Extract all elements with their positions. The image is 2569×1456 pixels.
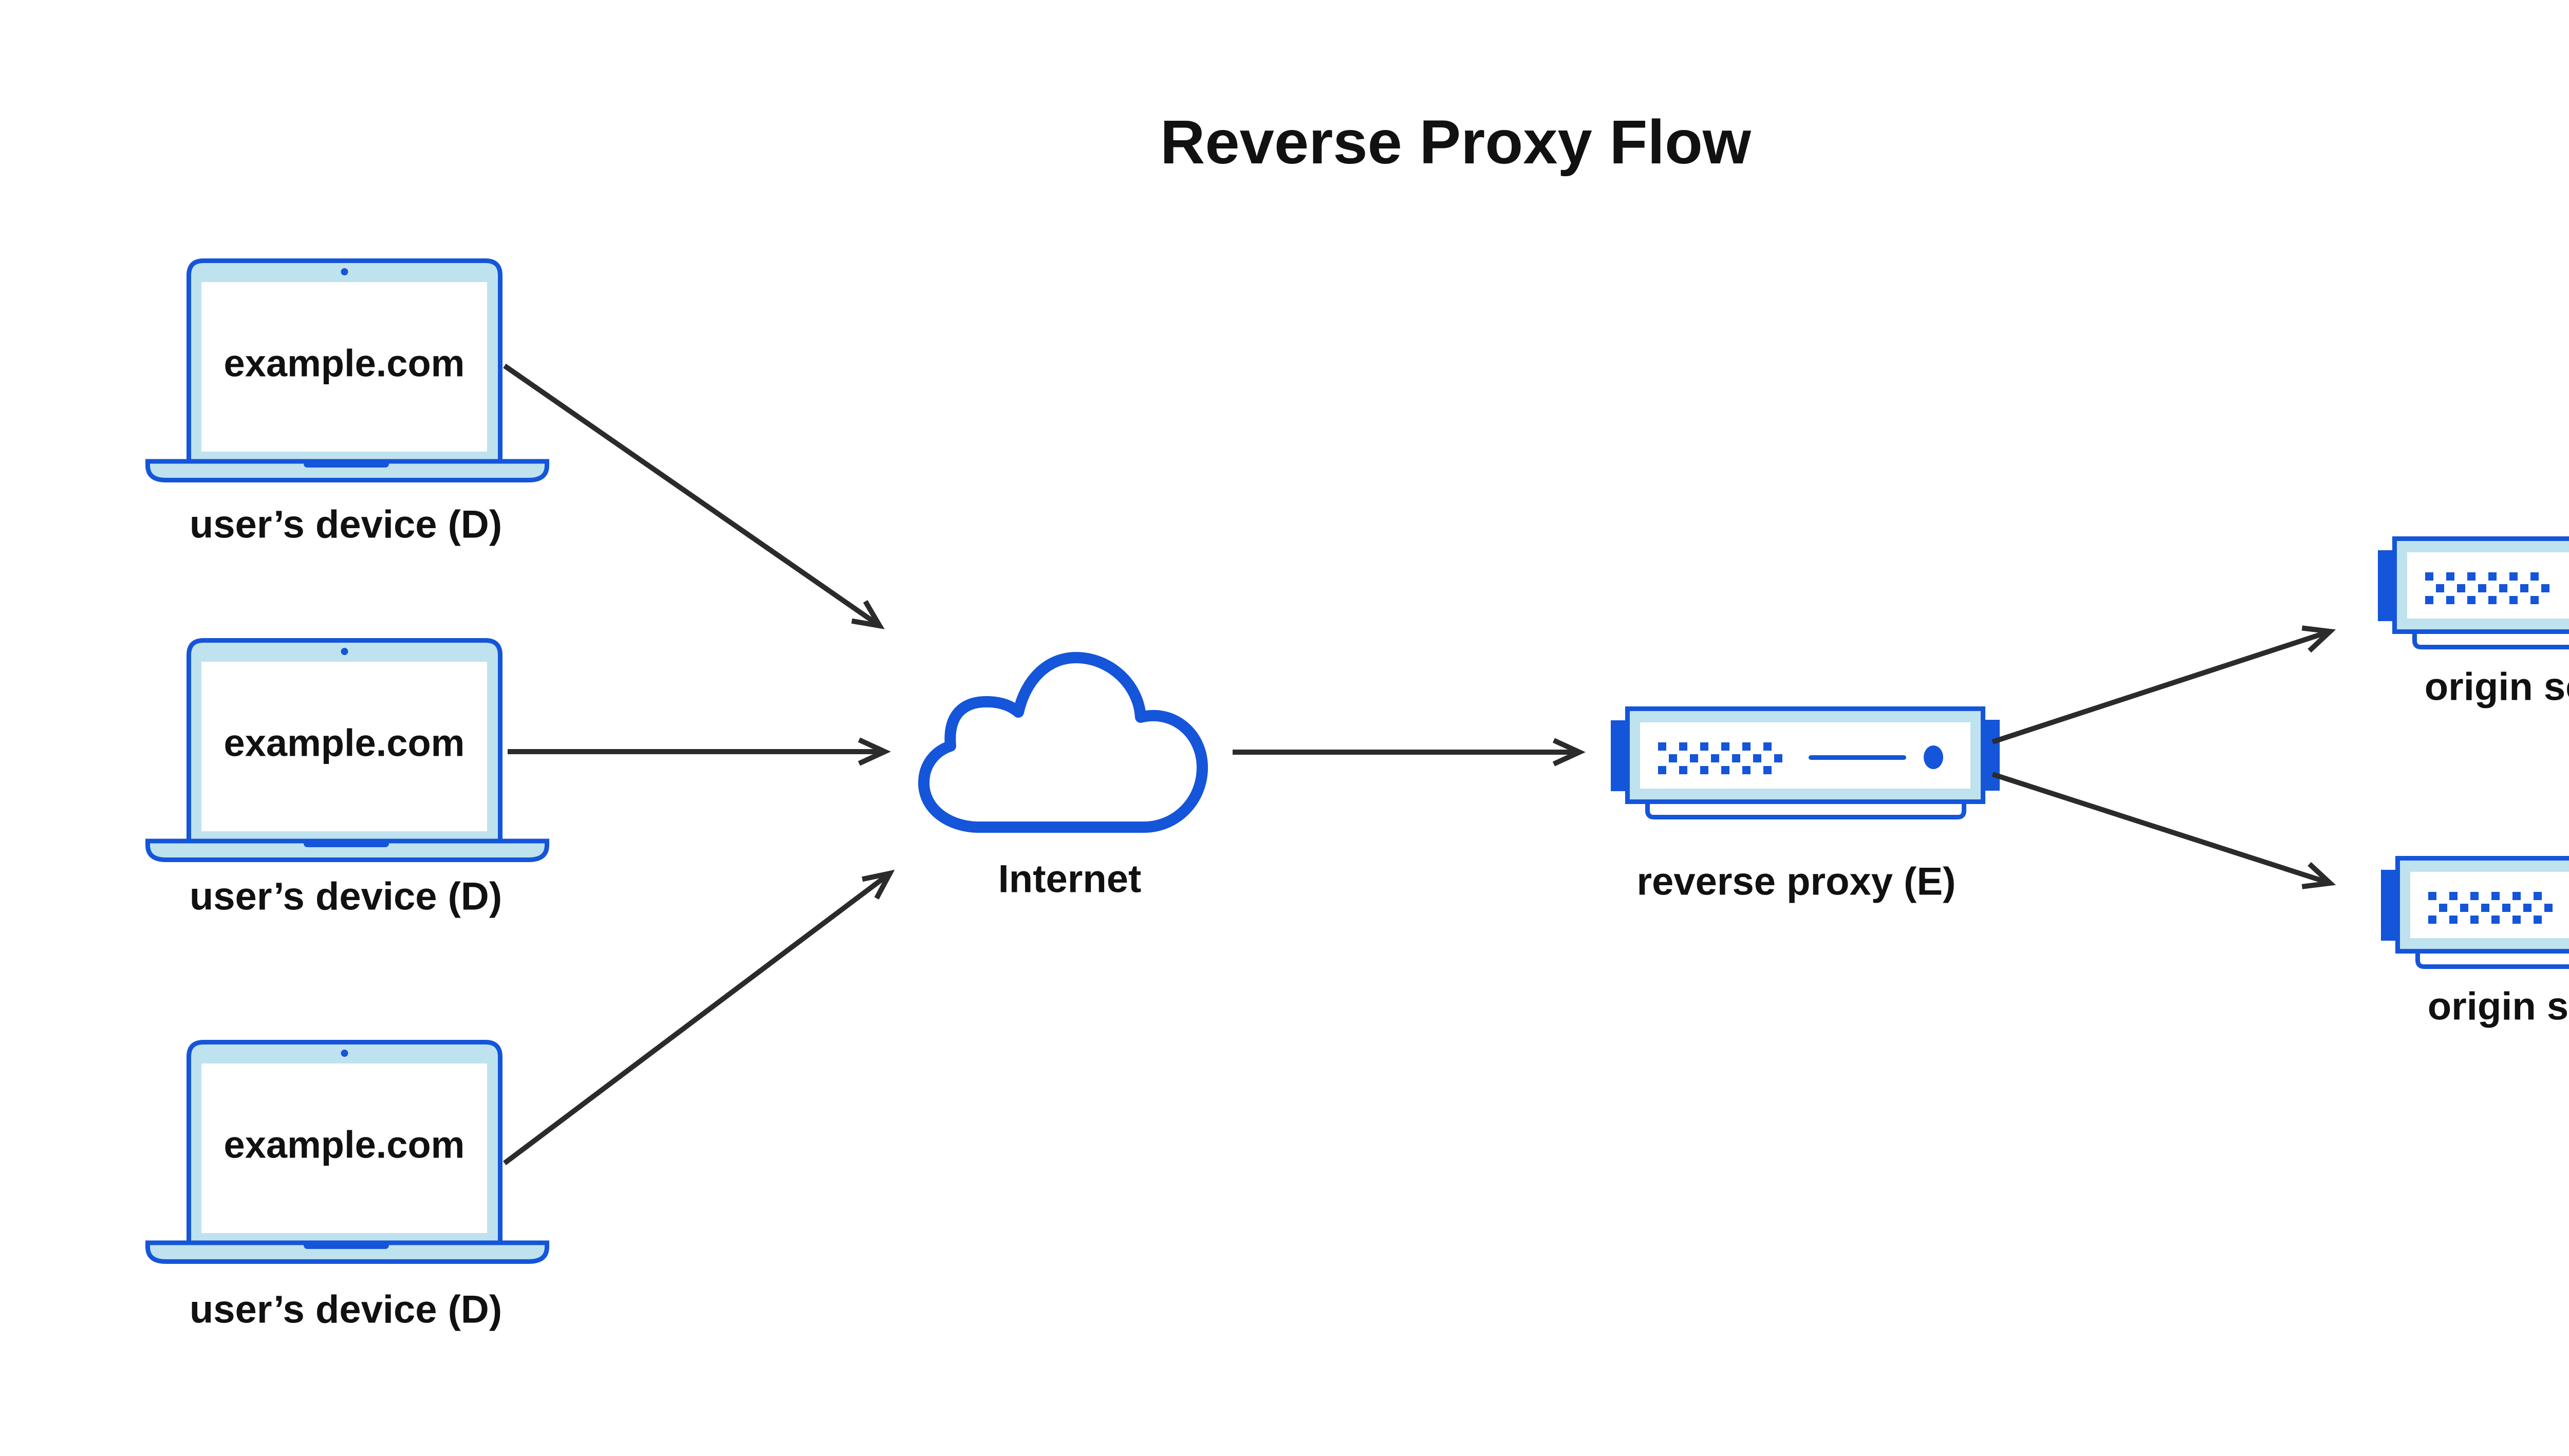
arrow-internet-to-proxy (1233, 738, 1586, 767)
server-icon (1611, 709, 2000, 817)
device-label: user’s device (D) (189, 874, 502, 919)
device-label: user’s device (D) (189, 1287, 502, 1332)
cloud-icon (924, 658, 1202, 827)
device-screen-url: example.com (224, 721, 465, 764)
device-label: user’s device (D) (189, 502, 502, 547)
reverse-proxy-label: reverse proxy (E) (1636, 860, 1956, 904)
server-icon (2378, 539, 2569, 647)
arrow-proxy-to-origin1 (1991, 625, 2336, 744)
device-screen-url: example.com (224, 342, 465, 385)
server-icon (2381, 858, 2569, 967)
origin-server-label: origin server (F) (2427, 984, 2569, 1029)
origin-server-label: origin server (F) (2424, 665, 2569, 709)
device-screen-url: example.com (224, 1123, 465, 1166)
page-title: Reverse Proxy Flow (1160, 107, 1752, 177)
arrow-device1-to-internet (503, 363, 885, 629)
arrow-device3-to-internet (502, 869, 895, 1165)
arrow-proxy-to-origin2 (1991, 772, 2336, 889)
arrow-device2-to-internet (508, 737, 891, 766)
internet-label: Internet (998, 857, 1142, 901)
